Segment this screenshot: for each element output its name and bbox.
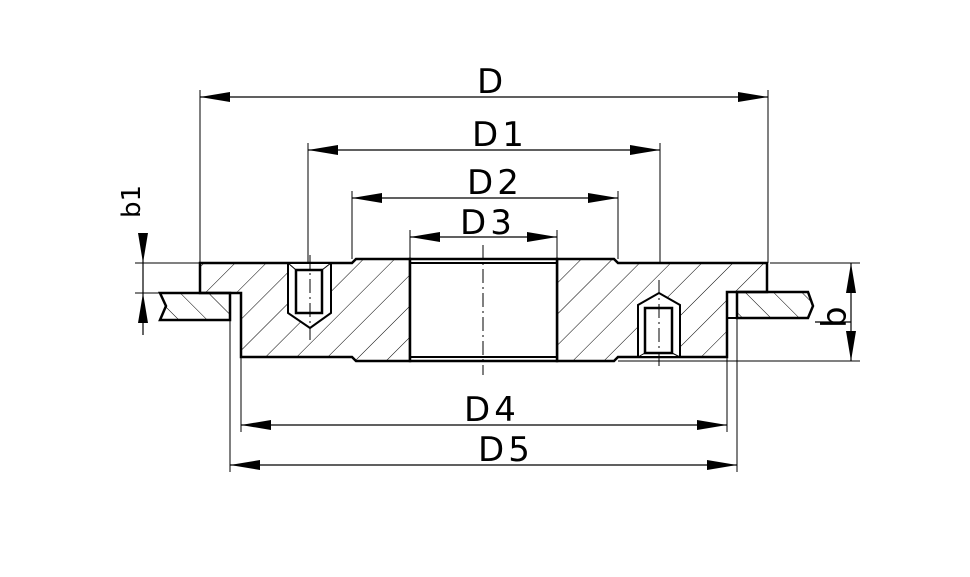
label-b1: b1: [117, 185, 147, 218]
center-lines: [309, 245, 660, 375]
mating-plate-left: [158, 291, 232, 322]
mating-plate-right: [735, 290, 815, 320]
dimension-lines: [138, 92, 856, 470]
label-b: b: [815, 306, 855, 328]
label-D: D: [477, 62, 503, 102]
threaded-hole-left: [287, 262, 332, 330]
